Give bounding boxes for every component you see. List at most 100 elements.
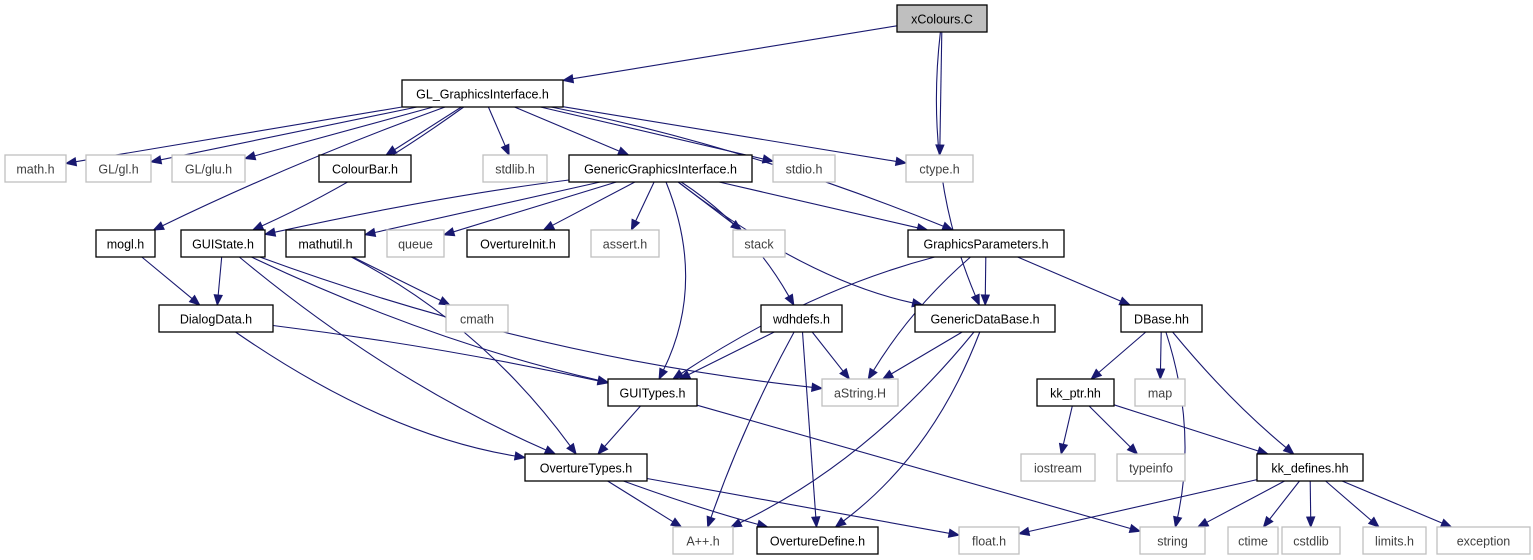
edge-line bbox=[572, 25, 898, 80]
arrowhead-icon bbox=[543, 445, 557, 455]
edge-line bbox=[635, 181, 655, 222]
node-box bbox=[1139, 526, 1206, 555]
node-box bbox=[1256, 453, 1364, 482]
node-guistate[interactable]: GUIState.h bbox=[180, 229, 266, 258]
node-stdlib-h: stdlib.h bbox=[482, 154, 548, 183]
edge-line bbox=[843, 331, 981, 522]
node-label: mathutil.h bbox=[298, 238, 352, 252]
node-float-h: float.h bbox=[958, 526, 1020, 555]
arrowhead-icon bbox=[500, 143, 510, 157]
node-mathutil[interactable]: mathutil.h bbox=[285, 229, 366, 258]
node-stdio-h: stdio.h bbox=[772, 154, 836, 183]
arrowhead-icon bbox=[1090, 368, 1103, 380]
arrowhead-icon bbox=[213, 294, 223, 307]
edge-dbase-to-kk-defines bbox=[1172, 331, 1295, 455]
edge-kk-ptr-to-typeinfo bbox=[1088, 405, 1139, 455]
node-graphics-parameters[interactable]: GraphicsParameters.h bbox=[907, 229, 1065, 258]
edge-generic-graphics-interface-to-graphics-parameters bbox=[718, 181, 929, 233]
node-label: stdio.h bbox=[786, 163, 823, 177]
edges-layer bbox=[64, 25, 1453, 538]
node-label: math.h bbox=[16, 163, 54, 177]
node-colour-bar[interactable]: ColourBar.h bbox=[318, 154, 412, 183]
node-kk-ptr[interactable]: kk_ptr.hh bbox=[1036, 378, 1115, 407]
node-wdhdefs[interactable]: wdhdefs.h bbox=[760, 304, 843, 333]
arrowhead-icon bbox=[935, 144, 945, 157]
node-generic-data-base[interactable]: GenericDataBase.h bbox=[914, 304, 1056, 333]
edge-mathutil-to-cmath bbox=[352, 256, 451, 306]
node-overture-define[interactable]: OvertureDefine.h bbox=[756, 526, 879, 555]
arrowhead-icon bbox=[251, 221, 265, 231]
edge-generic-graphics-interface-to-queue bbox=[442, 181, 617, 237]
arrowhead-icon bbox=[616, 146, 630, 156]
node-limits-h: limits.h bbox=[1362, 526, 1427, 555]
node-overture-types[interactable]: OvertureTypes.h bbox=[524, 453, 648, 482]
node-label: queue bbox=[398, 238, 433, 252]
node-box bbox=[907, 229, 1065, 258]
node-x-colours[interactable]: xColours.C bbox=[896, 4, 988, 33]
arrowhead-icon bbox=[566, 442, 577, 456]
node-guitypes[interactable]: GUITypes.h bbox=[607, 378, 698, 407]
node-box bbox=[85, 154, 152, 183]
node-label: A++.h bbox=[686, 535, 719, 549]
node-label: mogl.h bbox=[107, 238, 145, 252]
arrowhead-icon bbox=[970, 293, 980, 307]
node-label: iostream bbox=[1034, 462, 1082, 476]
node-box bbox=[158, 304, 274, 333]
node-gl-graphics-interface[interactable]: GL_GraphicsInterface.h bbox=[401, 79, 564, 108]
edge-guistate-to-a-string bbox=[259, 256, 824, 392]
edge-line bbox=[394, 106, 462, 151]
edge-gl-graphics-interface-to-ctype-h bbox=[562, 106, 908, 166]
arrowhead-icon bbox=[761, 154, 775, 164]
edge-wdhdefs-to-overture-define bbox=[801, 331, 821, 529]
node-box bbox=[482, 154, 548, 183]
node-box bbox=[1436, 526, 1531, 555]
node-box bbox=[171, 154, 246, 183]
edge-line bbox=[1172, 331, 1287, 449]
edge-generic-data-base-to-a-string bbox=[881, 331, 963, 380]
node-generic-graphics-interface[interactable]: GenericGraphicsInterface.h bbox=[568, 154, 753, 183]
node-box bbox=[180, 229, 266, 258]
edge-kk-ptr-to-kk-defines bbox=[1113, 404, 1270, 456]
node-label: GL/gl.h bbox=[98, 163, 138, 177]
edge-gl-graphics-interface-to-mogl bbox=[152, 106, 446, 231]
edge-line bbox=[1325, 480, 1372, 521]
edge-line bbox=[1017, 256, 1121, 302]
edge-line bbox=[235, 331, 516, 457]
edge-kk-ptr-to-iostream bbox=[1058, 405, 1073, 456]
node-label: cstdlib bbox=[1293, 535, 1328, 549]
node-dialog-data[interactable]: DialogData.h bbox=[158, 304, 274, 333]
node-label: DBase.hh bbox=[1134, 313, 1189, 327]
node-kk-defines[interactable]: kk_defines.hh bbox=[1256, 453, 1364, 482]
edge-wdhdefs-to-guitypes bbox=[678, 331, 775, 380]
node-box bbox=[905, 154, 974, 183]
node-assert-h: assert.h bbox=[590, 229, 660, 258]
edge-generic-graphics-interface-to-mathutil bbox=[363, 181, 601, 238]
node-box bbox=[466, 229, 570, 258]
arrowhead-icon bbox=[1173, 515, 1183, 529]
node-label: limits.h bbox=[1375, 535, 1414, 549]
node-mogl[interactable]: mogl.h bbox=[95, 229, 156, 258]
node-label: GUIState.h bbox=[192, 238, 254, 252]
arrowhead-icon bbox=[630, 218, 641, 232]
node-label: GenericDataBase.h bbox=[930, 313, 1039, 327]
edge-overture-types-to-app bbox=[607, 480, 683, 528]
edge-line bbox=[801, 331, 817, 518]
edge-line bbox=[1165, 331, 1186, 518]
node-cstdlib: cstdlib bbox=[1281, 526, 1341, 555]
arrowhead-icon bbox=[442, 227, 456, 237]
arrowhead-icon bbox=[658, 367, 668, 381]
node-exception: exception bbox=[1436, 526, 1531, 555]
node-label: map bbox=[1148, 387, 1172, 401]
edge-graphics-parameters-to-guitypes bbox=[671, 256, 935, 380]
edge-wdhdefs-to-app bbox=[706, 331, 795, 529]
edge-line bbox=[1309, 480, 1312, 518]
node-label: wdhdefs.h bbox=[772, 313, 830, 327]
node-box bbox=[1120, 304, 1203, 333]
node-overture-init[interactable]: OvertureInit.h bbox=[466, 229, 570, 258]
node-label: ctype.h bbox=[919, 163, 959, 177]
node-dbase[interactable]: DBase.hh bbox=[1120, 304, 1203, 333]
edge-guistate-to-dialog-data bbox=[213, 256, 223, 307]
edge-graphics-parameters-to-generic-data-base bbox=[980, 256, 991, 307]
edge-kk-defines-to-float-h bbox=[1017, 479, 1258, 537]
edge-guistate-to-guitypes bbox=[251, 256, 610, 385]
